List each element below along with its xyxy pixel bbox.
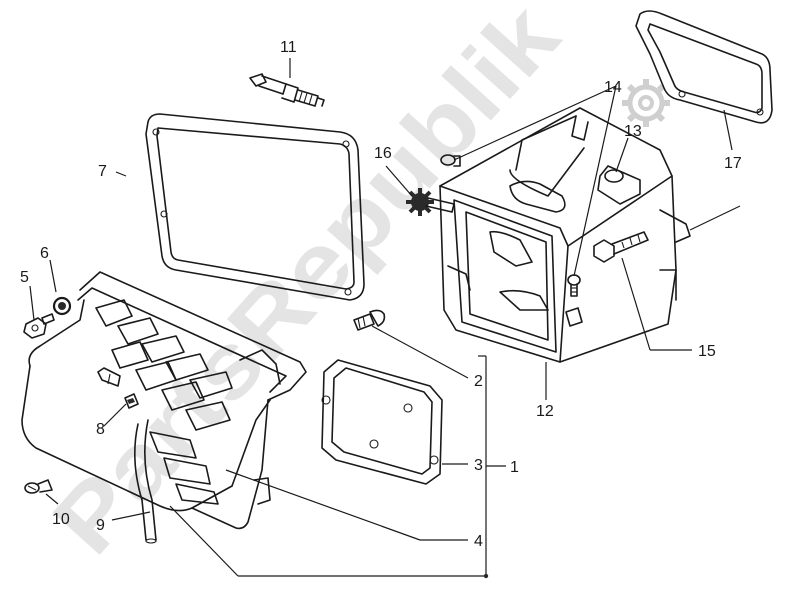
- callout-12: 12: [536, 403, 554, 420]
- gasket-plate-3: [321, 359, 443, 485]
- leader-lines: [29, 58, 733, 579]
- fitting-8: [124, 393, 139, 409]
- callout-16: 16: [374, 145, 392, 162]
- callout-2: 2: [474, 373, 483, 390]
- screw-10: [24, 479, 53, 494]
- callout-7: 7: [98, 163, 107, 180]
- breather-hose: [134, 419, 157, 544]
- callout-17: 17: [724, 155, 742, 172]
- callout-14: 14: [604, 79, 622, 96]
- callout-6: 6: [40, 245, 49, 262]
- spark-plug: [249, 73, 325, 107]
- head-cover-assembly: [21, 271, 307, 530]
- washer-6: [41, 296, 72, 325]
- callout-3: 3: [474, 457, 483, 474]
- cover-12: [439, 107, 741, 363]
- callout-11: 11: [280, 39, 297, 56]
- gear-bolt-16: [406, 188, 455, 216]
- nut-5: [23, 317, 47, 339]
- callout-9: 9: [96, 517, 105, 534]
- bolt-15: [593, 231, 649, 263]
- callout-8: 8: [96, 421, 105, 438]
- callout-5: 5: [20, 269, 29, 286]
- gasket-7: [145, 113, 365, 301]
- callout-1: 1: [510, 459, 519, 476]
- callout-numbers: 11 7 6 5 8 9 10 16 14 13 17 15 12 2 3 1 …: [20, 39, 742, 550]
- gear-icon: [622, 79, 670, 127]
- callout-13: 13: [624, 123, 642, 140]
- screw-14b: [567, 274, 581, 297]
- callout-15: 15: [698, 343, 716, 360]
- callout-10: 10: [52, 511, 70, 528]
- gasket-17: [635, 10, 773, 124]
- watermark-text: PartsRepublik: [34, 0, 579, 573]
- callout-4: 4: [474, 533, 483, 550]
- stud-bolt-2: [353, 309, 386, 331]
